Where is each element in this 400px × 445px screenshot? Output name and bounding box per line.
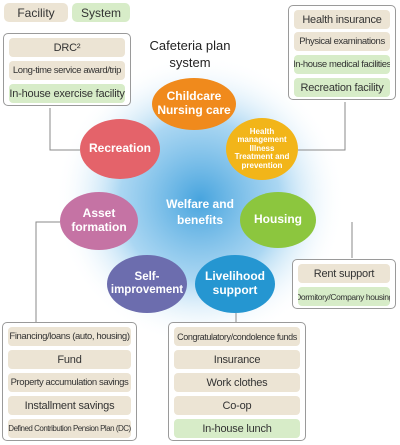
diagram-title: Cafeteria plan system bbox=[149, 38, 231, 70]
category-health: Health management Illness Treatment and … bbox=[226, 118, 298, 180]
recreation-item-award: Long-time service award/trip bbox=[9, 61, 125, 80]
category-asset: Asset formation bbox=[60, 192, 138, 250]
category-housing: Housing bbox=[240, 192, 316, 248]
livelihood-item-coop: Co-op bbox=[174, 396, 300, 415]
center-label: Welfare and benefits bbox=[166, 197, 234, 227]
asset-item-loans: Financing/loans (auto, housing) bbox=[8, 327, 131, 346]
asset-item-installment: Installment savings bbox=[8, 396, 131, 415]
health-item-physical: Physical examinations bbox=[294, 32, 390, 51]
housing-item-rent: Rent support bbox=[298, 264, 390, 283]
recreation-group: DRC² Long-time service award/trip In-hou… bbox=[3, 33, 131, 106]
category-self-improvement: Self- improvement bbox=[107, 255, 187, 313]
health-item-insurance: Health insurance bbox=[294, 10, 390, 29]
livelihood-item-funds: Congratulatory/condolence funds bbox=[174, 327, 300, 346]
livelihood-item-clothes: Work clothes bbox=[174, 373, 300, 392]
housing-group: Rent support Dormitory/Company housing bbox=[292, 259, 396, 309]
category-childcare: Childcare Nursing care bbox=[152, 78, 236, 130]
recreation-item-drc: DRC² bbox=[9, 38, 125, 57]
recreation-item-exercise: In-house exercise facility bbox=[9, 84, 125, 103]
health-item-recreation-facility: Recreation facility bbox=[294, 78, 390, 97]
housing-item-dormitory: Dormitory/Company housing bbox=[298, 287, 390, 306]
asset-item-dc: Defined Contribution Pension Plan (DC) bbox=[8, 419, 131, 438]
asset-item-property: Property accumulation savings bbox=[8, 373, 131, 392]
health-group: Health insurance Physical examinations I… bbox=[288, 5, 396, 100]
livelihood-group: Congratulatory/condolence funds Insuranc… bbox=[168, 322, 306, 441]
category-recreation: Recreation bbox=[80, 119, 160, 179]
livelihood-item-insurance: Insurance bbox=[174, 350, 300, 369]
legend-facility: Facility bbox=[4, 3, 68, 22]
category-livelihood: Livelihood support bbox=[195, 255, 275, 313]
asset-item-fund: Fund bbox=[8, 350, 131, 369]
health-item-medical: In-house medical facilities bbox=[294, 55, 390, 74]
asset-group: Financing/loans (auto, housing) Fund Pro… bbox=[2, 322, 137, 441]
livelihood-item-lunch: In-house lunch bbox=[174, 419, 300, 438]
legend-system: System bbox=[72, 3, 130, 22]
